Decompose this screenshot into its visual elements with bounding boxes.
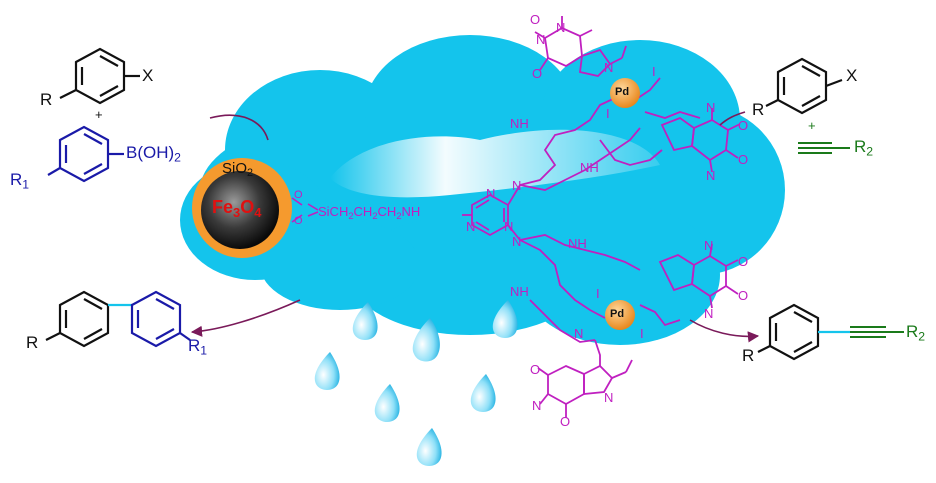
theophylline-o-7: O <box>530 362 541 377</box>
theophylline-o-1: O <box>530 12 541 27</box>
linker-oxygen-top: O <box>294 189 303 201</box>
arrow-sonogashira-in <box>719 111 746 126</box>
arrow-suzuki-out <box>190 299 301 337</box>
arrow-sonogashira-out <box>689 319 760 343</box>
arm-nh-1: NH <box>510 116 529 131</box>
theophylline-n-2: N <box>556 20 566 35</box>
sonogashira-plus: + <box>808 118 816 133</box>
theophylline-o-5: O <box>738 254 749 269</box>
linker-oxygen-bottom: O <box>294 215 303 227</box>
pd-label-lower: Pd <box>610 308 625 320</box>
triazine-n-left: N <box>466 219 476 234</box>
theophylline-o-3: O <box>738 118 749 133</box>
theophylline-o-6: O <box>738 288 749 303</box>
lower-right-theophylline <box>658 243 739 309</box>
amine-n-lower: N <box>512 234 522 249</box>
arylalkyne-product <box>757 303 904 361</box>
rain-drop <box>352 302 378 340</box>
pd-sphere-upper <box>610 78 640 108</box>
suzuki-product-r1: R1 <box>188 336 208 358</box>
cloud-highlight <box>330 129 660 198</box>
reaction-arrows <box>190 111 760 343</box>
sonogashira-alkyne-r2: R2 <box>854 137 874 159</box>
arm-nh-2: NH <box>580 160 599 175</box>
theophylline-n-4: N <box>706 100 716 115</box>
core-label: Fe3O4 <box>212 197 262 220</box>
arm-nh-3: NH <box>568 236 587 251</box>
suzuki-product-r: R <box>26 333 39 352</box>
suzuki-boronic-r1: R1 <box>10 170 30 192</box>
theophylline-o-8: O <box>560 414 571 429</box>
theophylline-n-7: N <box>704 306 714 321</box>
nanoparticle <box>192 158 292 258</box>
sonogashira-reactant-r: R <box>752 100 765 119</box>
triazine-n-right: N <box>504 219 514 234</box>
shell-label: SiO2 <box>222 160 254 180</box>
iodide-lower-1: I <box>596 286 600 301</box>
amine-n-upper: N <box>512 178 522 193</box>
aryl-boronic-acid <box>47 125 124 183</box>
sonogashira-product-r: R <box>742 346 755 365</box>
sonogashira-product-r2: R2 <box>906 322 926 344</box>
rain-drop <box>412 318 440 362</box>
sonogashira-reactant-x: X <box>846 66 858 85</box>
upper-theophylline <box>534 16 627 77</box>
theophylline-n-5: N <box>706 168 716 183</box>
lower-arm-chains <box>519 234 681 343</box>
pd-sphere-lower <box>605 300 635 330</box>
triazine-ring <box>462 184 521 241</box>
theophylline-o-2: O <box>532 66 543 81</box>
suzuki-reactant-x: X <box>142 66 154 85</box>
triazine-n-top: N <box>486 186 496 201</box>
pd-label-upper: Pd <box>615 86 630 98</box>
theophylline-n-1: N <box>604 60 614 75</box>
rain-drop <box>374 384 400 422</box>
suzuki-plus: + <box>95 107 103 122</box>
suzuki-reactant-r: R <box>40 90 53 109</box>
rain-drop <box>314 352 340 390</box>
arrow-suzuki-in <box>209 114 269 141</box>
theophylline-n-3: N <box>536 32 546 47</box>
theophylline-n-10: N <box>604 390 614 405</box>
iodide-upper-2: I <box>606 106 610 121</box>
lower-theophylline <box>537 339 633 418</box>
rain-drops <box>314 300 518 466</box>
upper-arm-chains <box>519 77 701 191</box>
linker-label: SiCH2CH2CH2NH <box>318 204 421 221</box>
aryl-halide-suzuki <box>59 47 140 105</box>
terminal-alkyne <box>798 142 850 154</box>
aryl-halide-sonogashira <box>765 57 843 115</box>
theophylline-n-8: N <box>574 326 584 341</box>
arm-nh-4: NH <box>510 284 529 299</box>
rain-drop <box>416 428 442 466</box>
biaryl-product <box>45 290 191 348</box>
theophylline-o-4: O <box>738 152 749 167</box>
theophylline-n-6: N <box>704 238 714 253</box>
suzuki-boronic-group: B(OH)2 <box>126 143 181 165</box>
upper-right-theophylline <box>599 108 741 173</box>
linker-bonds <box>291 197 319 223</box>
rain-drop <box>492 300 518 338</box>
iodide-lower-2: I <box>640 326 644 341</box>
rain-drop <box>470 374 496 412</box>
theophylline-n-9: N <box>532 398 542 413</box>
iodide-upper-1: I <box>652 64 656 79</box>
